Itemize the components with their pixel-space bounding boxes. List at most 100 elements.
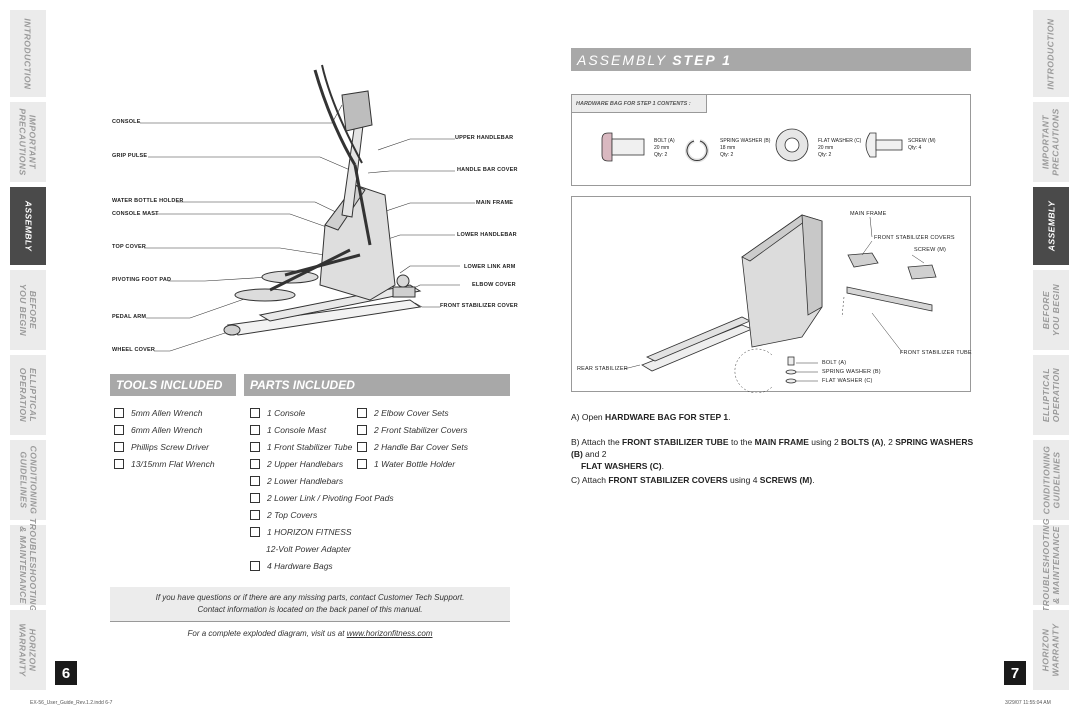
tab-label: INTRODUCTION xyxy=(23,17,34,90)
instruction-a: A) Open HARDWARE BAG FOR STEP 1. xyxy=(571,412,731,422)
support-note-line1: If you have questions or if there are an… xyxy=(155,593,465,602)
label-elbow-cover: ELBOW COVER xyxy=(472,282,516,288)
checkbox[interactable] xyxy=(250,476,260,486)
part-item: 2 Elbow Cover Sets xyxy=(357,408,449,418)
part-item: 1 Console Mast xyxy=(250,425,326,435)
part-label: 1 HORIZON FITNESS xyxy=(267,527,352,537)
part-item: 2 Handle Bar Cover Sets xyxy=(357,442,468,452)
tab-label: TROUBLESHOOTING & MAINTENANCE xyxy=(1041,518,1062,612)
tool-item: 13/15mm Flat Wrench xyxy=(114,459,215,469)
part-item: 2 Lower Link / Pivoting Foot Pads xyxy=(250,493,394,503)
tab-label: IMPORTANT PRECAUTIONS xyxy=(1041,108,1061,176)
website-link[interactable]: www.horizonfitness.com xyxy=(346,629,433,638)
part-label: 2 Upper Handlebars xyxy=(267,459,344,469)
checkbox[interactable] xyxy=(250,561,260,571)
page-number-left: 6 xyxy=(55,661,77,685)
checkbox[interactable] xyxy=(114,408,124,418)
tab-label: BEFORE YOU BEGIN xyxy=(1041,283,1062,337)
part-label: 12-Volt Power Adapter xyxy=(266,544,351,554)
part-item: 1 HORIZON FITNESS xyxy=(250,527,352,537)
label-grip-pulse: GRIP PULSE xyxy=(112,153,148,159)
tab-assembly[interactable]: ASSEMBLY xyxy=(10,187,46,265)
tab-label: CONDITIONING GUIDELINES xyxy=(18,445,38,515)
title-bold: STEP 1 xyxy=(672,51,732,68)
label-wheel-cover: WHEEL COVER xyxy=(112,347,156,353)
tab-label: BEFORE YOU BEGIN xyxy=(18,283,39,337)
tab-label: INTRODUCTION xyxy=(1046,17,1057,90)
part-item-continued: 12-Volt Power Adapter xyxy=(250,544,351,554)
checkbox[interactable] xyxy=(114,442,124,452)
tab-conditioning-guidelines[interactable]: CONDITIONING GUIDELINES xyxy=(1033,440,1069,520)
label-top-cover: TOP COVER xyxy=(112,244,146,250)
checkbox[interactable] xyxy=(250,527,260,537)
checkbox[interactable] xyxy=(114,425,124,435)
tab-elliptical-operation[interactable]: ELLIPTICAL OPERATION xyxy=(10,355,46,435)
part-item: 2 Upper Handlebars xyxy=(250,459,343,469)
footer-left: EX-56_User_Guide_Rev.1.2.indd 6-7 xyxy=(30,700,113,706)
screw-icon xyxy=(865,132,903,158)
tab-label: ASSEMBLY xyxy=(23,200,34,252)
tool-label: 6mm Allen Wrench xyxy=(131,425,203,435)
label-console: CONSOLE xyxy=(112,119,141,125)
tool-label: Phillips Screw Driver xyxy=(131,442,209,452)
label-water-bottle-holder: WATER BOTTLE HOLDER xyxy=(112,198,184,204)
tab-important-precautions[interactable]: IMPORTANT PRECAUTIONS xyxy=(1033,102,1069,182)
instruction-c: C) Attach FRONT STABILIZER COVERS using … xyxy=(571,475,815,485)
asm-label-front-stabilizer-tube: FRONT STABILIZER TUBE xyxy=(900,350,972,356)
tab-label: HORIZON WARRANTY xyxy=(1041,623,1062,677)
instruction-b: B) Attach the FRONT STABILIZER TUBE to t… xyxy=(571,437,974,471)
label-main-frame: MAIN FRAME xyxy=(476,200,514,206)
label-pedal-arm: PEDAL ARM xyxy=(112,314,147,320)
checkbox[interactable] xyxy=(250,510,260,520)
tab-important-precautions[interactable]: IMPORTANT PRECAUTIONS xyxy=(10,102,46,182)
tab-assembly[interactable]: ASSEMBLY xyxy=(1033,187,1069,265)
support-note-line2: Contact information is located on the ba… xyxy=(197,605,423,614)
asm-label-screw-m: SCREW (M) xyxy=(914,247,947,253)
tab-horizon-warranty[interactable]: HORIZON WARRANTY xyxy=(1033,610,1069,690)
checkbox[interactable] xyxy=(250,425,260,435)
checkbox[interactable] xyxy=(357,425,367,435)
checkbox[interactable] xyxy=(357,408,367,418)
tab-label: IMPORTANT PRECAUTIONS xyxy=(18,108,38,176)
part-label: 2 Elbow Cover Sets xyxy=(374,408,449,418)
flat-washer-icon xyxy=(775,128,809,162)
part-item: 1 Front Stabilizer Tube xyxy=(250,442,352,452)
asm-label-main-frame: MAIN FRAME xyxy=(850,211,887,217)
checkbox[interactable] xyxy=(250,408,260,418)
tab-conditioning-guidelines[interactable]: CONDITIONING GUIDELINES xyxy=(10,440,46,520)
url-prefix: For a complete exploded diagram, visit u… xyxy=(187,629,347,638)
elliptical-diagram xyxy=(140,64,475,352)
part-label: 1 Console Mast xyxy=(267,425,327,435)
checkbox[interactable] xyxy=(250,459,260,469)
part-item: 1 Water Bottle Holder xyxy=(357,459,455,469)
tab-horizon-warranty[interactable]: HORIZON WARRANTY xyxy=(10,610,46,690)
part-label: 2 Lower Handlebars xyxy=(267,476,344,486)
tab-troubleshooting[interactable]: TROUBLESHOOTING & MAINTENANCE xyxy=(1033,518,1069,612)
tab-before-you-begin[interactable]: BEFORE YOU BEGIN xyxy=(1033,270,1069,350)
diagram-url-line: For a complete exploded diagram, visit u… xyxy=(110,629,510,638)
tab-introduction[interactable]: INTRODUCTION xyxy=(10,10,46,97)
tab-label: ELLIPTICAL OPERATION xyxy=(18,367,38,423)
tab-label: ELLIPTICAL OPERATION xyxy=(1041,367,1061,423)
checkbox[interactable] xyxy=(250,442,260,452)
parts-included-header: PARTS INCLUDED xyxy=(244,374,510,396)
tab-before-you-begin[interactable]: BEFORE YOU BEGIN xyxy=(10,270,46,350)
tab-introduction[interactable]: INTRODUCTION xyxy=(1033,10,1069,97)
checkbox[interactable] xyxy=(357,442,367,452)
label-upper-handlebar: UPPER HANDLEBAR xyxy=(455,135,514,141)
part-label: 1 Water Bottle Holder xyxy=(374,459,456,469)
checkbox[interactable] xyxy=(357,459,367,469)
tab-label: ASSEMBLY xyxy=(1046,200,1057,252)
tools-included-header: TOOLS INCLUDED xyxy=(110,374,236,396)
tab-troubleshooting[interactable]: TROUBLESHOOTING & MAINTENANCE xyxy=(10,518,46,612)
asm-label-flat-washer-c: FLAT WASHER (C) xyxy=(822,378,873,384)
tab-elliptical-operation[interactable]: ELLIPTICAL OPERATION xyxy=(1033,355,1069,435)
tool-item: Phillips Screw Driver xyxy=(114,442,209,452)
checkbox[interactable] xyxy=(114,459,124,469)
label-console-mast: CONSOLE MAST xyxy=(112,211,159,217)
assembly-diagram xyxy=(623,214,937,393)
checkbox[interactable] xyxy=(250,493,260,503)
